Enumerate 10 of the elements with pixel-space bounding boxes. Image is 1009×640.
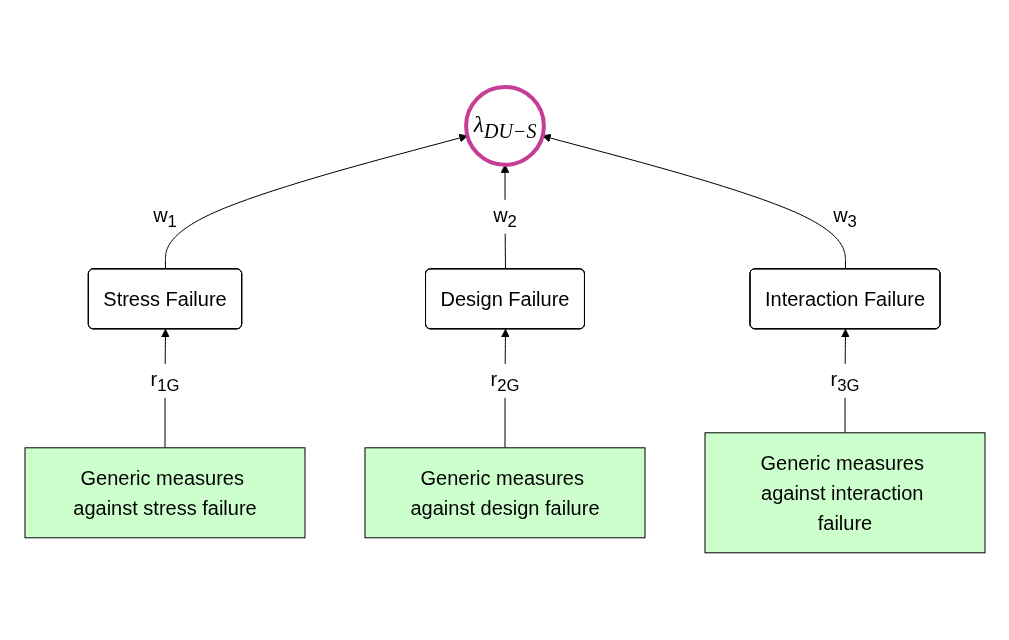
edge-label: w$_{1}$	[152, 203, 177, 231]
edge-label: r$_{1G}$	[150, 367, 179, 395]
edge-label: w$_{3}$	[832, 203, 857, 231]
edge-label: r$_{2G}$	[490, 367, 519, 395]
edge-label: r$_{3G}$	[830, 367, 859, 395]
node-box: Generic measures against stress failure	[24, 447, 305, 539]
node-box: Generic measures against interaction failure	[704, 432, 985, 554]
node-box: Generic measures against design failure	[364, 447, 645, 539]
edge-label: w$_{2}$	[492, 203, 517, 231]
node-circle: λ$_{DU−S}$	[463, 85, 546, 167]
